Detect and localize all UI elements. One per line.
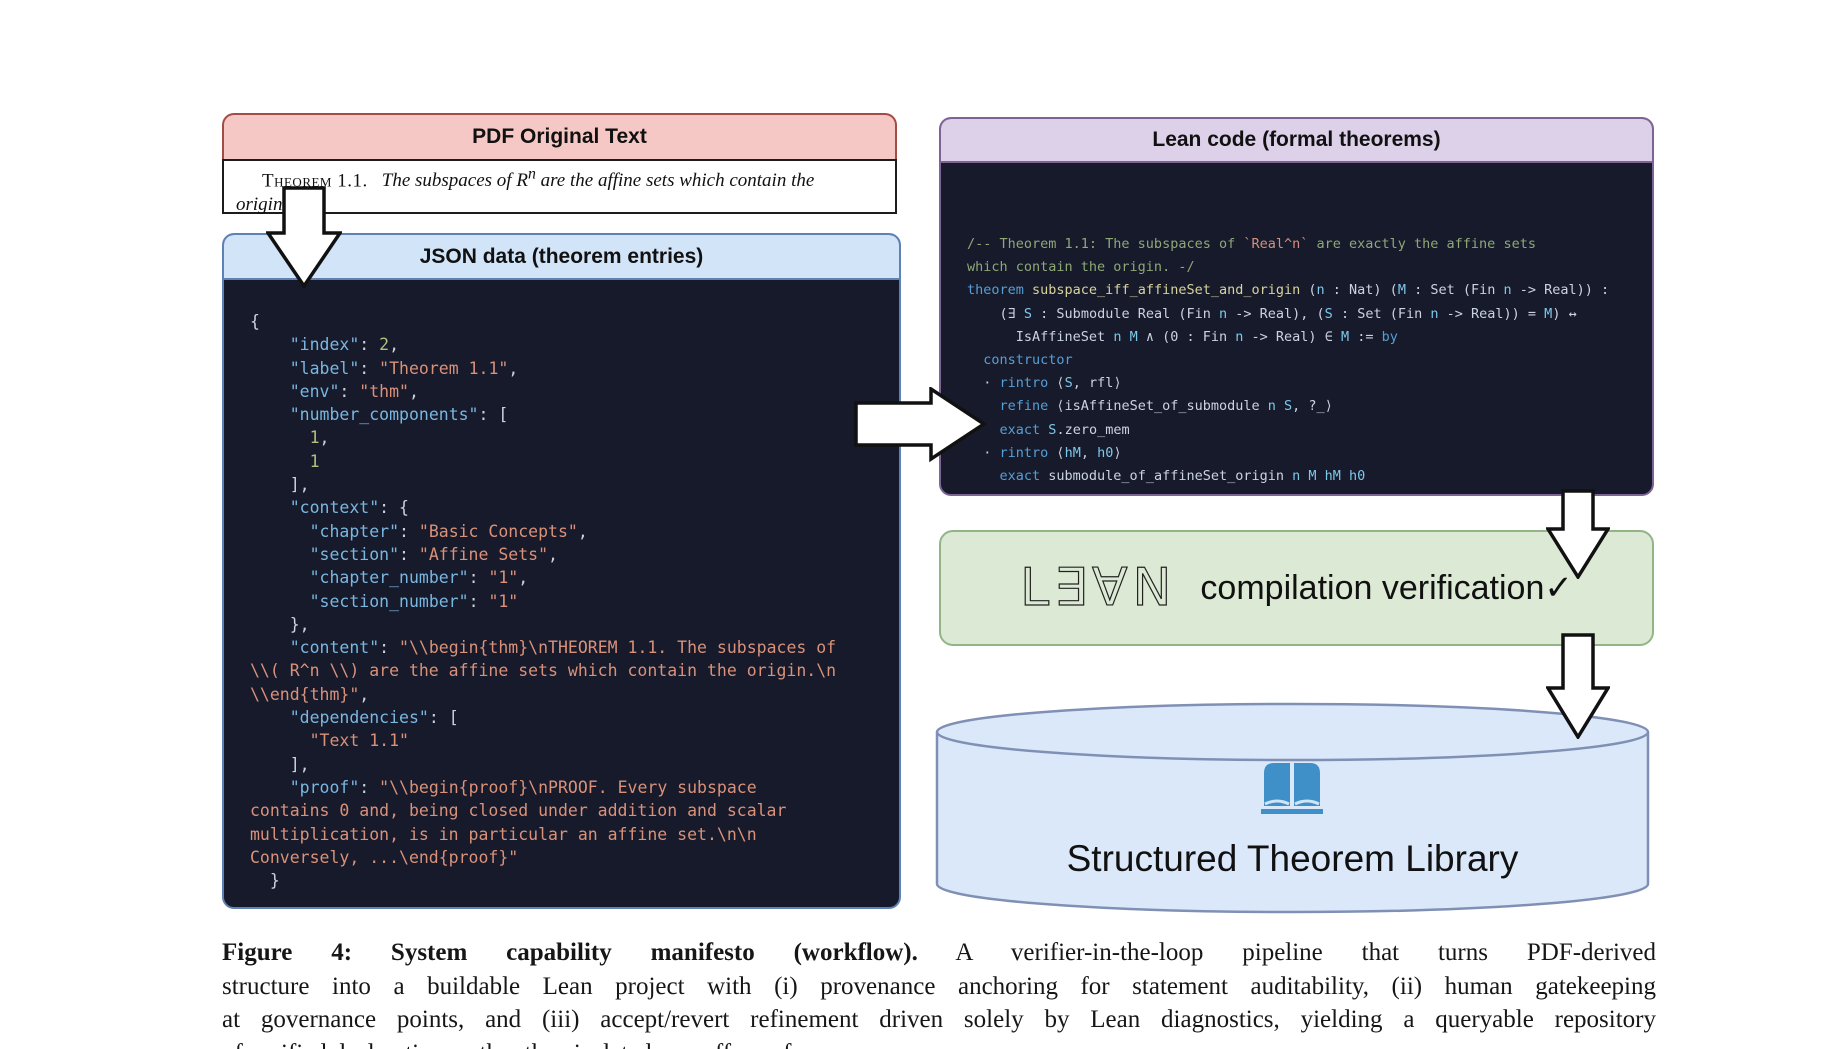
- arrow-right-icon: [854, 387, 986, 463]
- json-box-header: JSON data (theorem entries): [224, 235, 899, 280]
- caption-line3: at governance points, and (iii) accept/r…: [222, 1006, 1656, 1033]
- book-icon: [1261, 763, 1323, 814]
- lean-logo: L∃∀N: [1020, 557, 1177, 618]
- lean-code: /-- Theorem 1.1: The subspaces of `Real^…: [967, 236, 1610, 485]
- pdf-box-header: PDF Original Text: [222, 113, 897, 159]
- pdf-original-text-box: PDF Original Text Theorem 1.1. The subspa…: [222, 113, 897, 216]
- caption-line1: Figure 4: System capability manifesto (w…: [222, 939, 1657, 966]
- arrow-down-icon: [266, 186, 342, 288]
- pdf-theorem-text: Theorem 1.1. The subspaces of Rn are the …: [222, 159, 897, 216]
- compilation-verification-box: L∃∀N compilation verification✓: [939, 530, 1654, 646]
- lean-box-header: Lean code (formal theorems): [941, 119, 1652, 163]
- library-label: Structured Theorem Library: [1066, 838, 1519, 879]
- json-data-box: JSON data (theorem entries) { "index": 2…: [222, 233, 901, 909]
- lean-code-box: Lean code (formal theorems) /-- Theorem …: [939, 117, 1654, 496]
- pdf-box-title: PDF Original Text: [472, 125, 647, 148]
- caption-line4: of verified declarations rather than iso…: [222, 1037, 1656, 1049]
- database-cylinder: [935, 702, 1650, 914]
- theorem-label: Theorem 1.1.: [262, 170, 368, 192]
- arrow-down-icon: [1546, 489, 1610, 579]
- arrow-down-icon: [1546, 633, 1610, 739]
- lean-box-title: Lean code (formal theorems): [1152, 128, 1441, 151]
- verification-label: compilation verification✓: [1200, 569, 1573, 607]
- pdf-theorem-line1: Theorem 1.1. The subspaces of Rn are the …: [236, 163, 883, 193]
- figure-caption: Figure 4: System capability manifesto (w…: [222, 936, 1656, 1049]
- caption-line2: structure into a buildable Lean project …: [222, 972, 1656, 1000]
- json-code: { "index": 2, "label": "Theorem 1.1", "e…: [250, 312, 837, 891]
- pdf-theorem-line2: origin.: [236, 194, 288, 216]
- json-box-title: JSON data (theorem entries): [419, 244, 704, 268]
- theorem-statement: The subspaces of Rn are the affine sets …: [381, 166, 815, 192]
